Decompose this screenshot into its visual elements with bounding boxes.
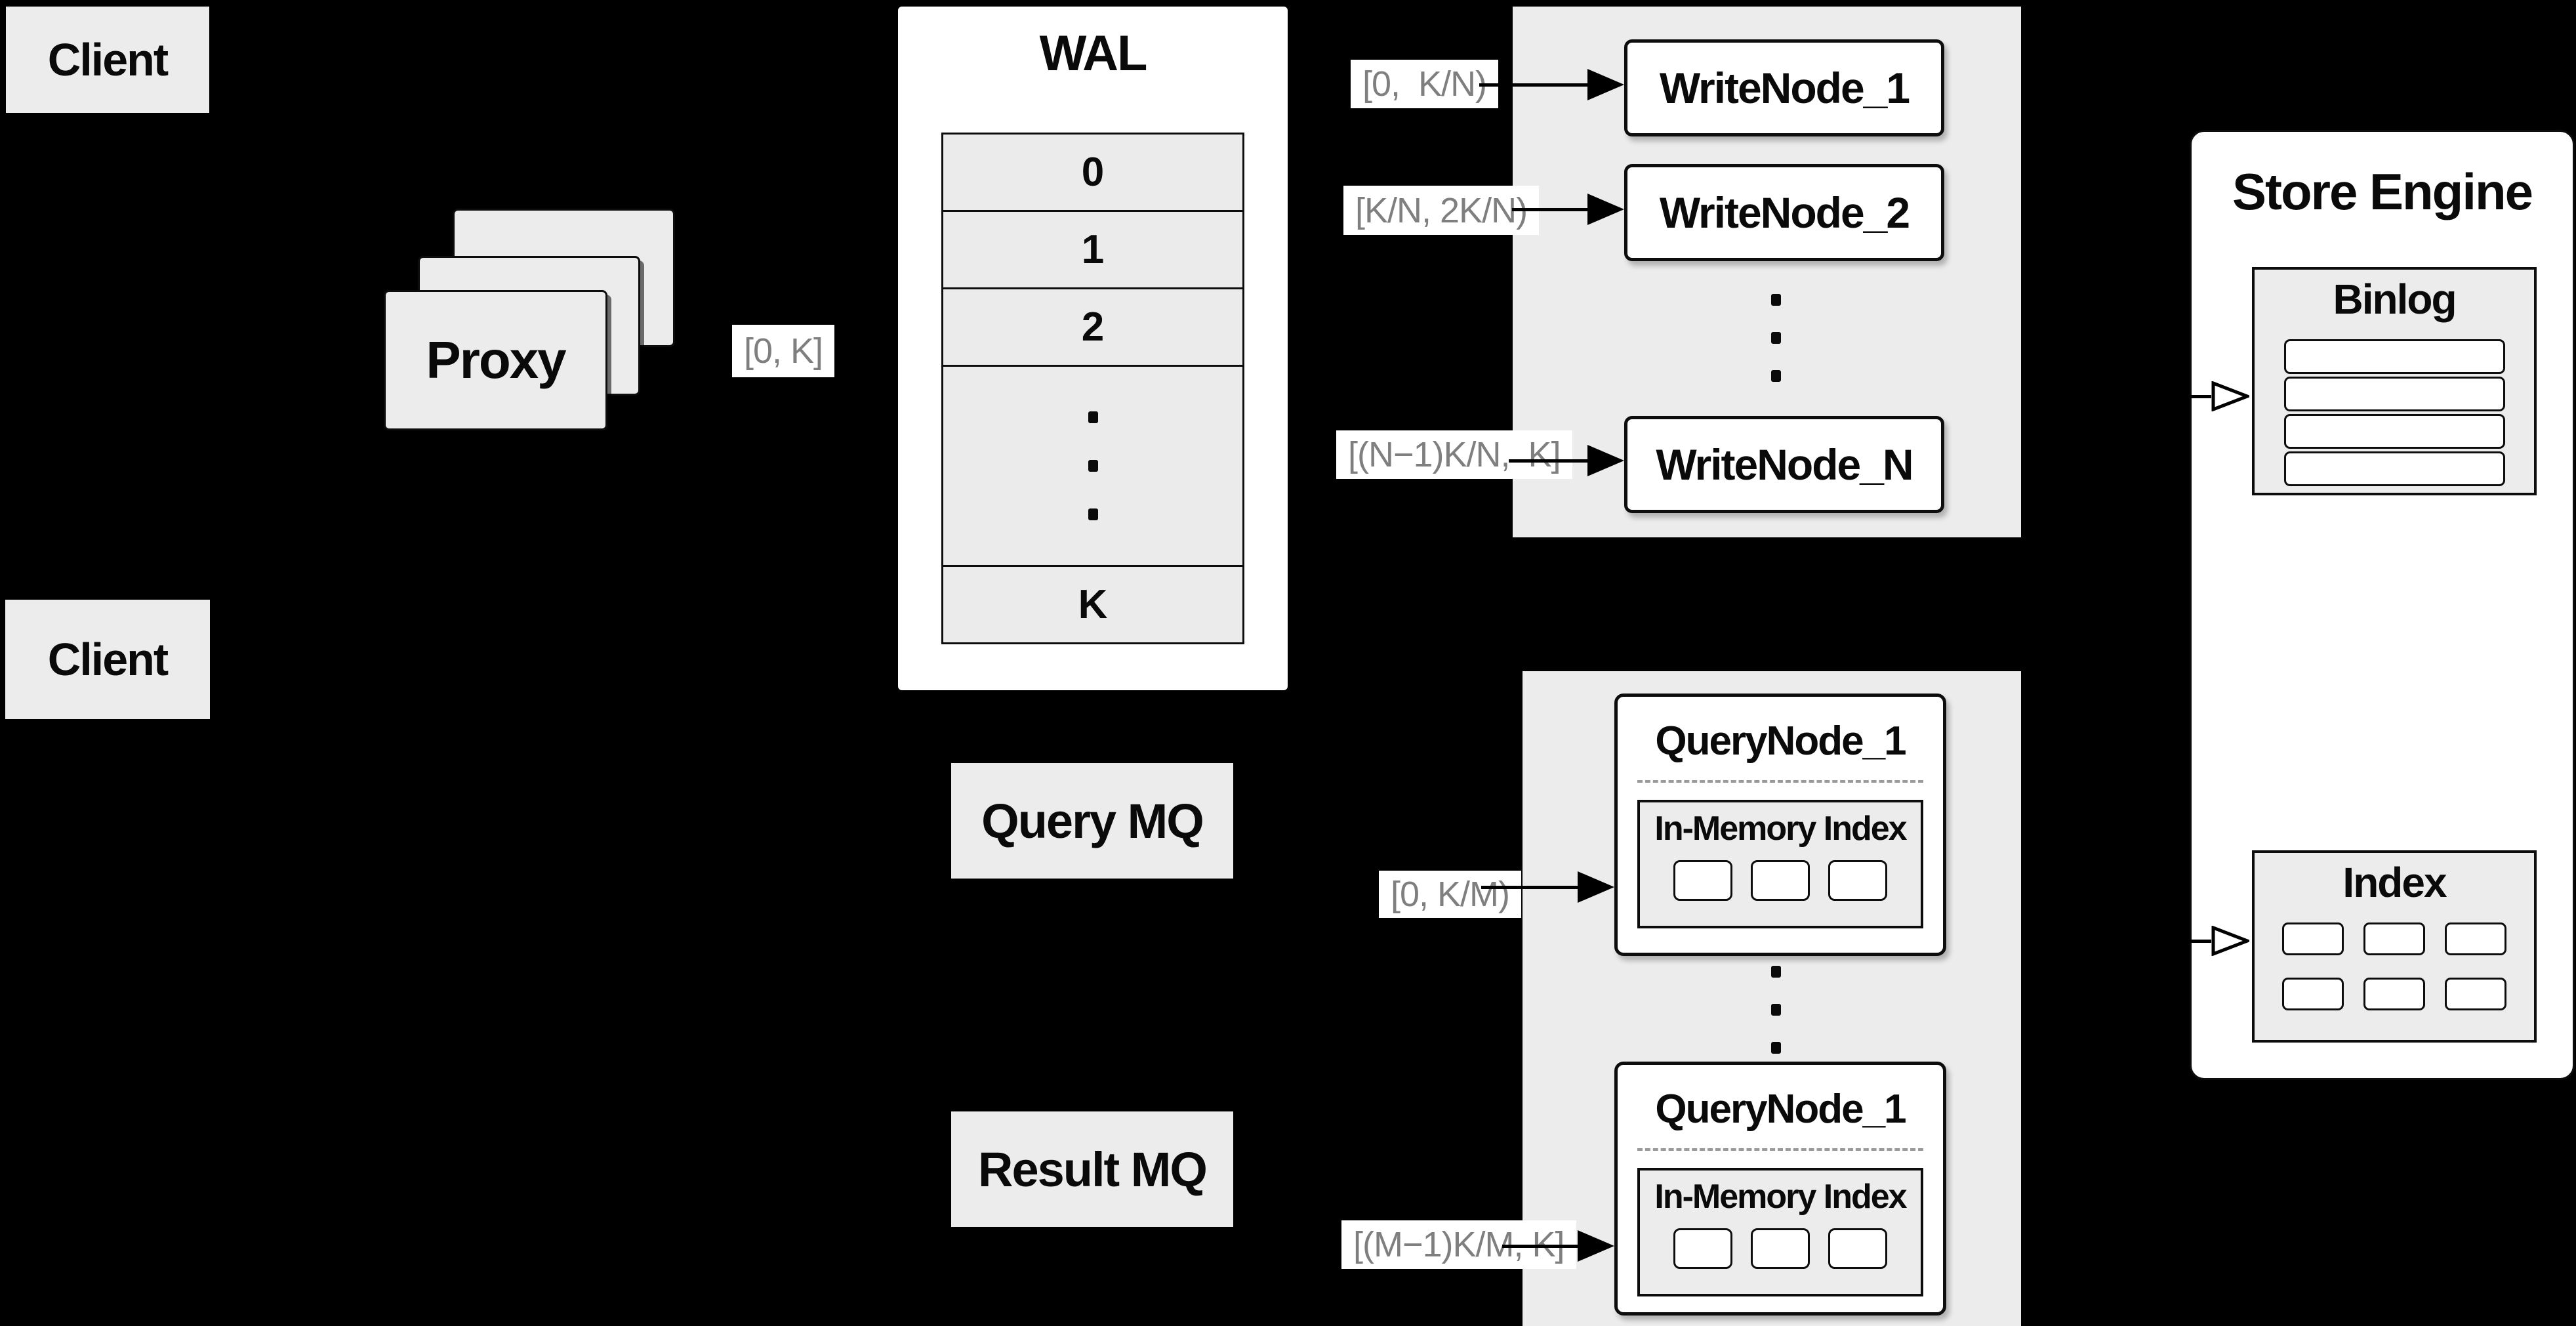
arrowhead-icon	[1578, 871, 1614, 903]
arrow-to-write-node-2	[1512, 194, 1624, 225]
vertical-ellipsis-icon	[1771, 953, 1781, 1067]
index-segment-cell	[1673, 1228, 1732, 1269]
index-cell	[2445, 978, 2506, 1010]
arrow-to-binlog	[2028, 381, 2249, 412]
binlog-row	[2283, 451, 2505, 486]
range-label-m1km-k: [(M−1)K/M, K]	[1341, 1220, 1576, 1269]
dashed-divider	[1637, 780, 1923, 783]
store-engine-box: Store Engine Binlog Index	[2190, 130, 2575, 1080]
query-node-top: QueryNode_1 In-Memory Index	[1614, 694, 1946, 956]
wal-segment-row: 0	[943, 135, 1242, 212]
wal-segment-row: 1	[943, 212, 1242, 289]
index-segment-cell	[1828, 1228, 1887, 1269]
query-node-title: QueryNode_1	[1655, 1087, 1906, 1132]
dashed-divider	[1637, 1148, 1923, 1151]
arrow-to-write-node-n	[1509, 445, 1624, 476]
store-engine-title: Store Engine	[2232, 163, 2533, 220]
in-memory-index-title: In-Memory Index	[1654, 1178, 1907, 1216]
wal-box: WAL 0 1 2 K	[898, 7, 1288, 690]
binlog-row	[2283, 339, 2505, 374]
range-label-n1kn-k: [(N−1)K/N, K]	[1336, 430, 1572, 479]
range-label-0-kn: [0, K/N)	[1351, 60, 1499, 108]
binlog-row	[2283, 414, 2505, 449]
vertical-ellipsis-icon	[1771, 281, 1781, 395]
wal-title: WAL	[1039, 26, 1148, 81]
write-node-2: WriteNode_2	[1624, 164, 1944, 261]
index-cell	[2282, 978, 2344, 1010]
in-memory-index-box: In-Memory Index	[1637, 1168, 1923, 1296]
write-node-n: WriteNode_N	[1624, 416, 1944, 513]
arrow-to-write-node-1	[1479, 69, 1624, 100]
binlog-box: Binlog	[2252, 267, 2537, 495]
in-memory-index-title: In-Memory Index	[1654, 810, 1907, 848]
open-arrowhead-icon	[2211, 381, 2249, 411]
arrowhead-icon	[1587, 194, 1624, 225]
index-cell	[2363, 922, 2425, 955]
index-segment-cell	[1673, 860, 1732, 901]
arrow-to-query-node-top	[1481, 871, 1614, 903]
arrow-to-index	[2024, 925, 2249, 957]
binlog-title: Binlog	[2333, 276, 2457, 323]
index-segment-cell	[1828, 860, 1887, 901]
query-node-bottom: QueryNode_1 In-Memory Index	[1614, 1062, 1946, 1316]
query-node-title: QueryNode_1	[1655, 718, 1906, 764]
arrow-to-query-node-bottom	[1502, 1230, 1614, 1262]
arrowhead-icon	[1587, 445, 1624, 476]
index-cell	[2363, 978, 2425, 1010]
open-arrowhead-icon	[2211, 926, 2249, 956]
index-segment-cell	[1751, 860, 1810, 901]
index-segment-cell	[1751, 1228, 1810, 1269]
range-label-0-k: [0, K]	[732, 325, 835, 377]
vertical-ellipsis-icon	[1088, 393, 1098, 539]
index-cell	[2445, 922, 2506, 955]
proxy-box: Proxy	[384, 290, 607, 430]
write-node-1: WriteNode_1	[1624, 39, 1944, 136]
client-box-bottom: Client	[5, 600, 210, 719]
query-mq-box: Query MQ	[951, 763, 1233, 879]
range-label-kn-2kn: [K/N, 2K/N)	[1343, 186, 1540, 235]
client-box-top: Client	[6, 7, 209, 113]
wal-segment-row: 2	[943, 289, 1242, 367]
index-box: Index	[2252, 850, 2537, 1043]
binlog-row	[2283, 377, 2505, 411]
result-mq-box: Result MQ	[951, 1111, 1233, 1227]
arrowhead-icon	[1587, 69, 1624, 100]
wal-segment-table: 0 1 2 K	[941, 133, 1244, 644]
wal-segment-row: K	[1078, 582, 1108, 627]
arrowhead-icon	[1578, 1230, 1614, 1262]
index-title: Index	[2342, 859, 2447, 906]
range-label-0-km: [0, K/M)	[1379, 871, 1522, 918]
index-cell	[2282, 922, 2344, 955]
in-memory-index-box: In-Memory Index	[1637, 800, 1923, 928]
wal-ellipsis-row	[943, 367, 1242, 567]
